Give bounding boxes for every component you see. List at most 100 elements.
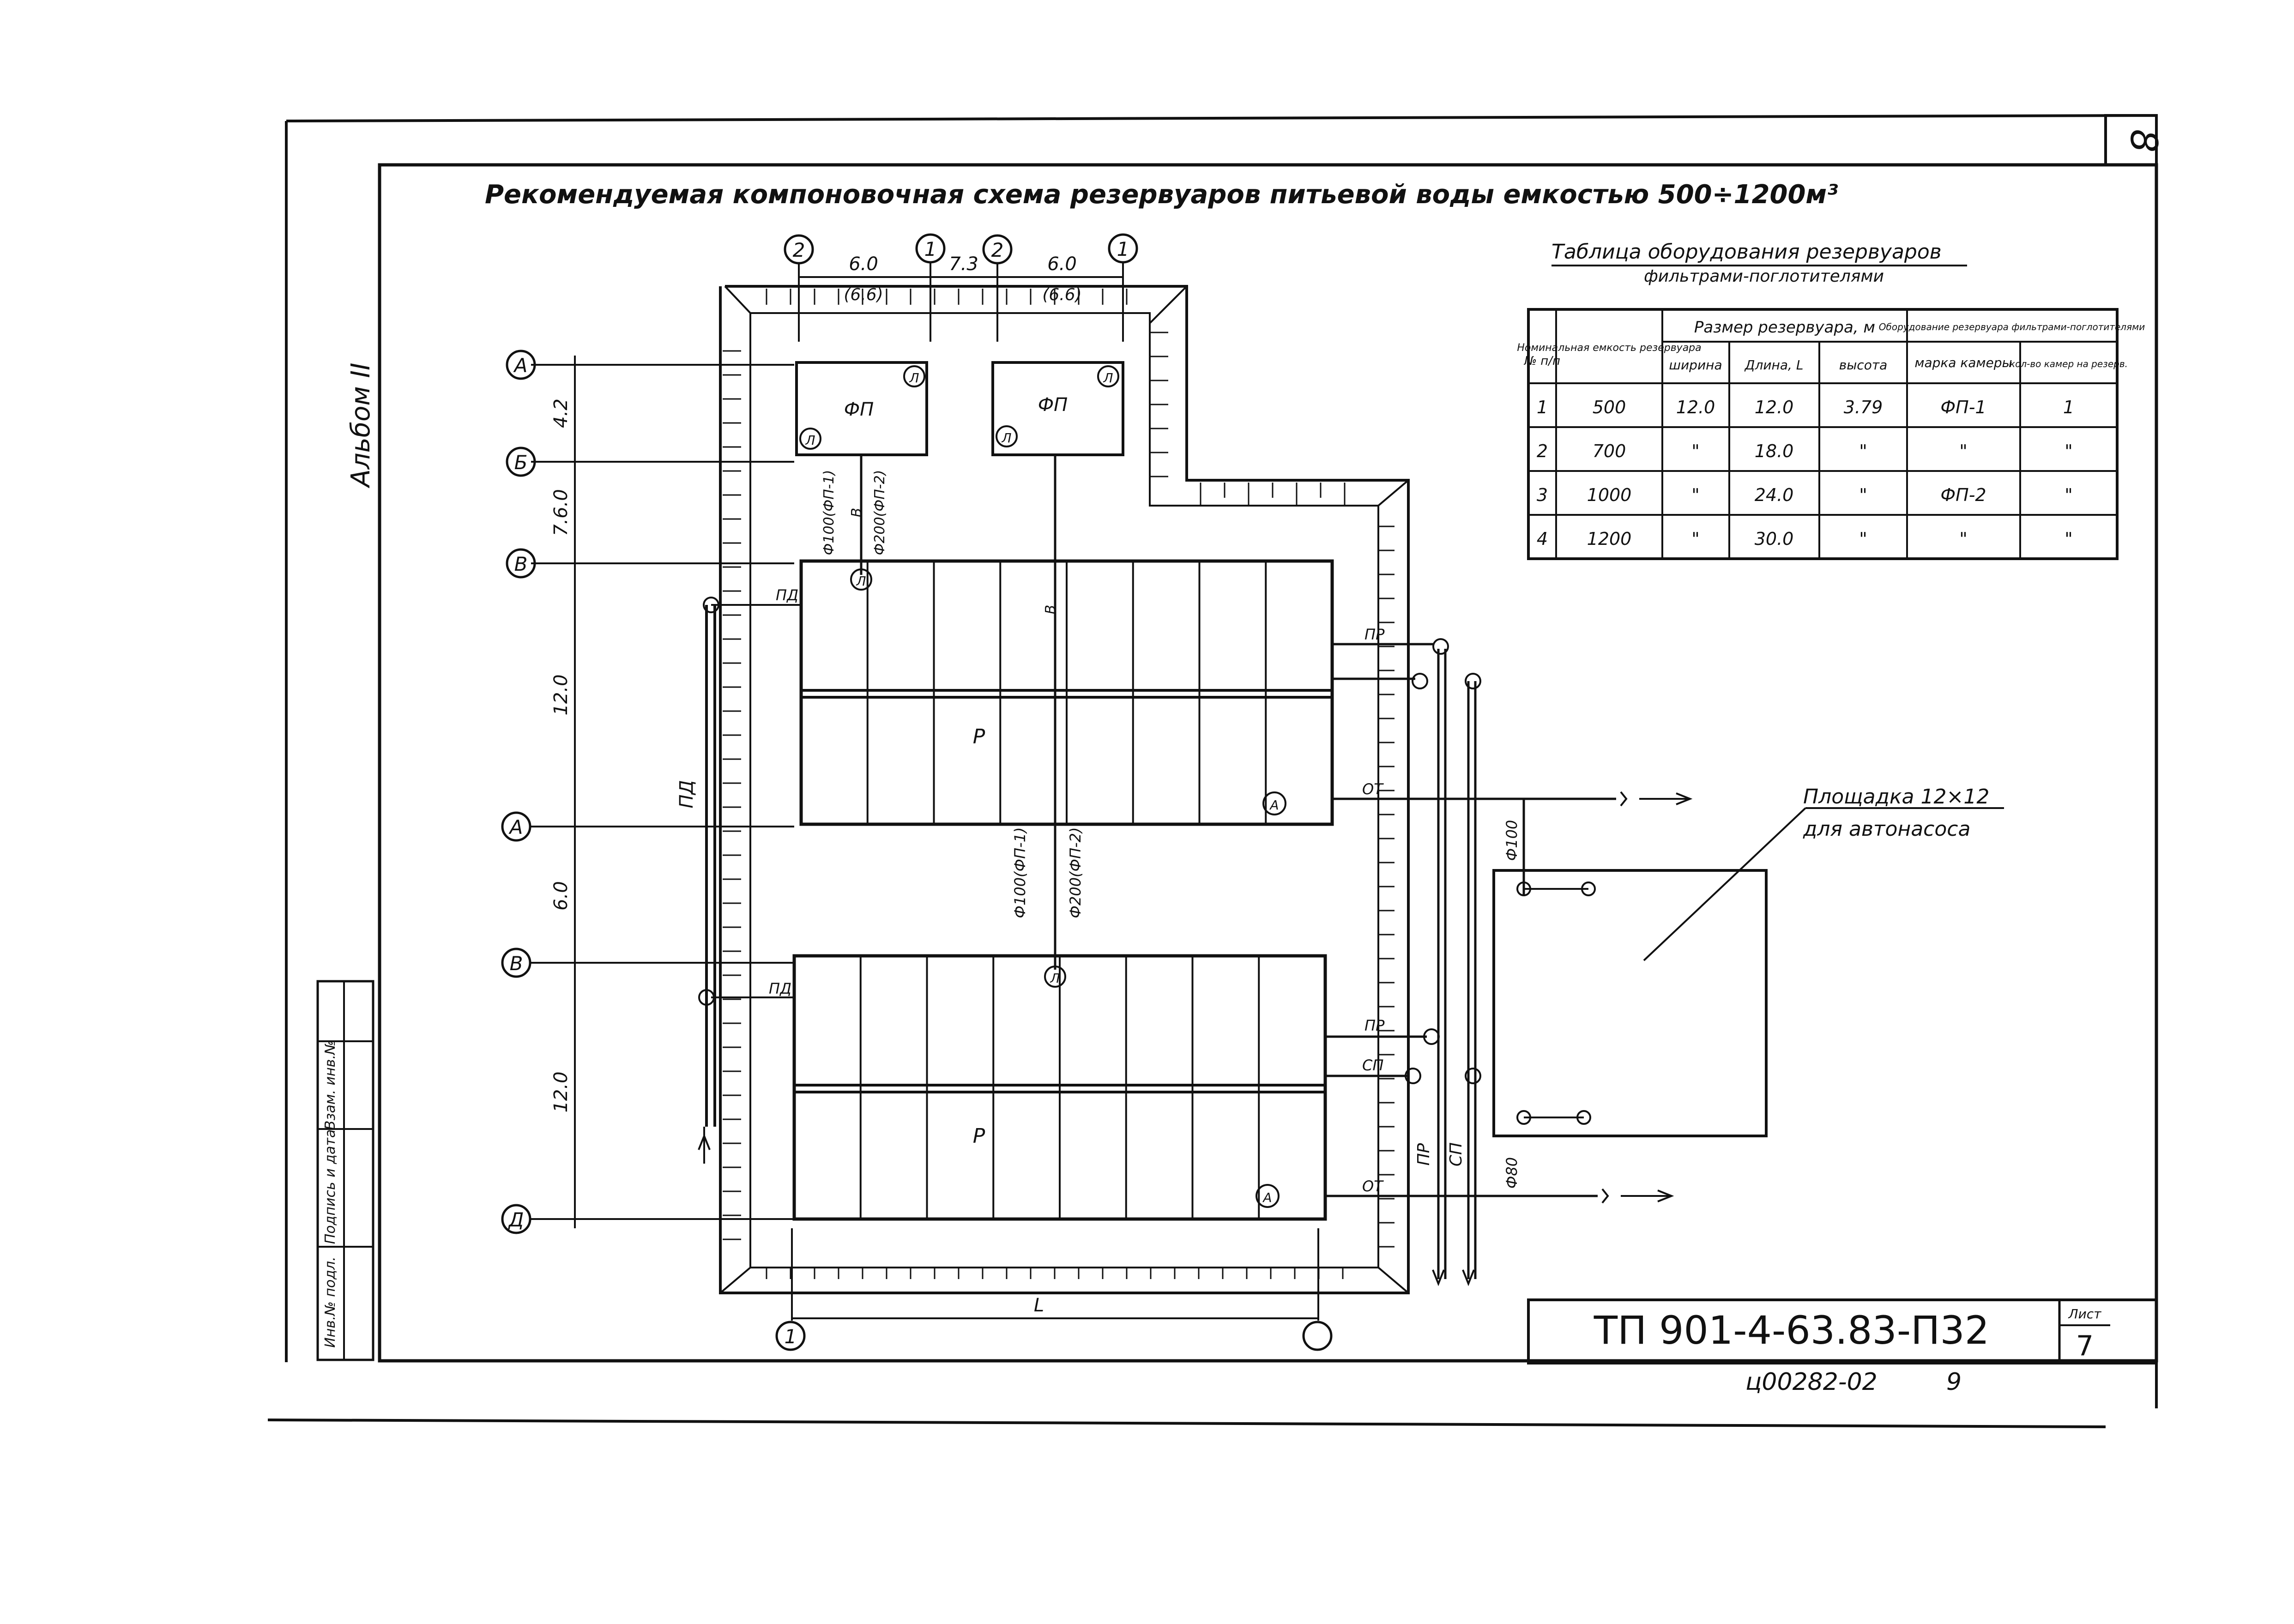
marker-label: Л (909, 370, 919, 386)
d80-label: Ф80 (1503, 1157, 1521, 1189)
reservoir-upper: Р А (799, 559, 1334, 826)
filter-label: ФП (1038, 394, 1068, 416)
table-cell: 1200 (1587, 529, 1632, 549)
sp-vertical-label: СП (1447, 1142, 1466, 1166)
top-dim: (6.6) (844, 285, 883, 304)
left-dim: 12.0 (550, 674, 572, 715)
filter-chamber: ФП Л Л (991, 361, 1124, 456)
stamp-archive: ц00282-02 (1745, 1368, 1877, 1396)
table-cell: 4 (1537, 529, 1548, 549)
marker (850, 568, 872, 591)
table-cell: 1000 (1587, 485, 1632, 505)
table-cell: 18.0 (1755, 441, 1794, 461)
table-cell: 12.0 (1676, 397, 1715, 417)
table-cell: ФП-1 (1940, 397, 1986, 417)
side-stamp: Инв.№ подл. Подпись и дата Взам. инв.№ (316, 980, 374, 1361)
table-title-2: фильтрами-поглотителями (1644, 267, 1884, 286)
stamp-archive-suffix: 9 (1946, 1368, 1962, 1396)
table-cell: " (1959, 441, 1967, 461)
top-axis-label: 2 (793, 239, 805, 261)
riser-label: Ф200(ФП-2) (872, 470, 888, 555)
top-dim: 6.0 (849, 254, 878, 275)
side-stamp-sign: Подпись и дата (322, 1129, 338, 1244)
left-axis-label: Б (514, 451, 528, 474)
left-axis-label: В (510, 952, 523, 975)
main-stamp: ТП 901-4-63.83-П32 Лист 7 ц00282-02 9 (1527, 1298, 2158, 1396)
table-cell: " (1691, 529, 1699, 549)
filter-label: ФП (844, 399, 874, 420)
pd-label: ПД (769, 980, 791, 997)
platform: Площадка 12×12 для автонасоса (1492, 785, 2004, 1137)
embankment-hatching (723, 289, 1395, 1279)
table-cell: 2 (1537, 441, 1548, 461)
left-dim: 4.2 (550, 398, 572, 428)
marker-label: Л (1103, 370, 1113, 386)
side-stamp-inv: Инв.№ подл. (322, 1256, 338, 1347)
ot-label: ОТ (1362, 1177, 1384, 1195)
filter-chamber: ФП Л Л (795, 361, 928, 456)
left-axis-label: А (513, 354, 528, 377)
top-dim: (6.6) (1042, 285, 1081, 304)
riser-label: Ф200(ФП-2) (1067, 827, 1084, 918)
pd-label: ПД (776, 586, 798, 604)
side-stamp-replace: Взам. инв.№ (322, 1040, 338, 1130)
table-cell: " (2065, 485, 2072, 505)
table-cell: " (1859, 529, 1867, 549)
table-cell: 24.0 (1755, 485, 1794, 505)
table-cell: 12.0 (1755, 397, 1794, 417)
table-cell: 700 (1593, 441, 1626, 461)
flow-arrows (698, 791, 1693, 1286)
marker-label: Л (1050, 971, 1060, 986)
right-pipes (1325, 643, 1616, 1279)
top-axes: 2 1 2 1 6.0 (6.6) 7.3 6.0 (6.6) (784, 233, 1138, 342)
riser-v-label: В (1043, 605, 1059, 615)
axis-marker: А (1262, 1190, 1272, 1205)
left-axis-label: А (508, 816, 523, 839)
table-cell: ФП-2 (1940, 485, 1986, 505)
table-title-1: Таблица оборудования резервуаров (1551, 240, 1942, 264)
marker (1044, 966, 1066, 988)
th-capacity: Номинальная емкость резервуара (1517, 342, 1701, 354)
bottom-dim: L (1034, 1295, 1044, 1316)
sheet-corner-number: 8 (2122, 129, 2165, 153)
table-cell: 1 (1537, 397, 1548, 417)
table-cell: 1 (2063, 397, 2074, 417)
bottom-axis (791, 1228, 1319, 1321)
table-cell: " (2065, 529, 2072, 549)
left-axes: А Б В А В Д 4.2 7.6.0 12.0 6.0 12.0 (501, 350, 794, 1234)
table-cell: " (1691, 441, 1699, 461)
pr-label: ПР (1364, 1017, 1385, 1034)
stamp-code: ТП 901-4-63.83-П32 (1594, 1308, 1989, 1353)
th-length: Длина, L (1744, 357, 1804, 373)
equipment-table: Таблица оборудования резервуаров фильтра… (1517, 240, 2145, 560)
marker-label: Л (856, 574, 866, 589)
drawing-title: Рекомендуемая компоновочная схема резерв… (485, 180, 1838, 210)
d100-label: Ф100 (1503, 820, 1521, 861)
top-dim: 7.3 (949, 254, 978, 275)
sp-label: СП (1362, 1057, 1383, 1074)
reservoir-label: Р (973, 725, 985, 749)
riser-label: Ф100(ФП-1) (1011, 827, 1029, 918)
top-axis-label: 1 (924, 238, 937, 260)
sheet-frame (267, 114, 2158, 1428)
stamp-sheet-number: 7 (2076, 1330, 2094, 1362)
th-num: № п/п (1523, 354, 1560, 368)
left-dim: 12.0 (550, 1071, 572, 1112)
top-axis-label: 1 (1117, 238, 1129, 260)
table-cell: 30.0 (1755, 529, 1794, 549)
pd-label: ПД (676, 780, 697, 808)
platform-line2: для автонасоса (1803, 817, 1970, 841)
pr-label: ПР (1364, 626, 1385, 643)
th-count: кол-во камер на резерв. (2010, 358, 2128, 369)
table-cell: " (1691, 485, 1699, 505)
th-mark: марка камеры (1914, 355, 2012, 370)
embankment (719, 285, 1410, 1294)
pr-vertical-label: ПР (1414, 1143, 1433, 1165)
reservoir-lower: Р А (792, 954, 1327, 1221)
marker-label: Л (1001, 430, 1011, 446)
th-equip: Оборудование резервуара фильтрами-поглот… (1879, 321, 2145, 332)
risers (860, 455, 1056, 970)
ot-label: ОТ (1362, 780, 1384, 798)
left-dim: 7.6.0 (550, 489, 572, 536)
riser-v-label: В (849, 508, 865, 518)
